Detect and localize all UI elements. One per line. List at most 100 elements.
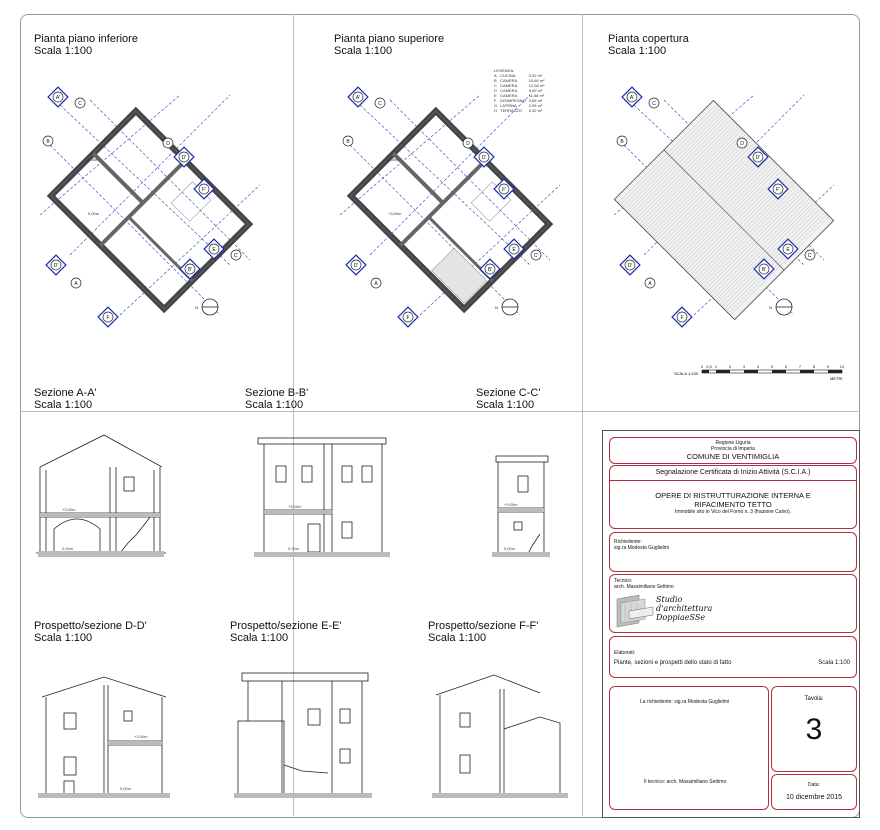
svg-text:-3,00m: -3,00m	[86, 157, 99, 162]
scale-tick-label: 0,5	[706, 364, 712, 369]
elev-ee-drawing	[234, 672, 372, 798]
elev-ff-title: Prospetto/sezione F-F'Scala 1:100	[428, 620, 539, 644]
section-aa-title: Sezione A-A'Scala 1:100	[34, 387, 97, 411]
tb-drawings-scale: Scala 1:100	[818, 660, 850, 666]
svg-text:D': D'	[354, 263, 359, 269]
svg-text:E: E	[512, 247, 516, 253]
svg-text:F': F'	[776, 187, 780, 193]
tb-sheet-box: Tavola: 3	[771, 686, 857, 772]
tb-technician-label: Tecnico:	[614, 578, 633, 584]
tb-municipality-box: Regione Liguria Provincia di Imperia COM…	[609, 437, 857, 464]
tb-site: Immobile sito in Vico del Forno n. 3 (fr…	[674, 509, 792, 515]
tb-sheet-label: Tavola:	[804, 696, 824, 702]
scale-tick-label: 4	[757, 364, 760, 369]
svg-text:B': B'	[762, 267, 766, 273]
svg-text:B: B	[46, 139, 50, 145]
tb-applicant-label: Richiedente:	[614, 539, 642, 545]
tb-sign-technician: Il tecnico: arch. Massimiliano Settimo	[644, 779, 727, 785]
svg-text:F: F	[680, 315, 683, 321]
tb-sign-applicant: La richiedente: sig.ra Modesta Guglielmi	[640, 699, 730, 705]
scale-tick-label: 6	[785, 364, 788, 369]
svg-text:A: A	[648, 281, 652, 287]
tb-procedure-box: Segnalazione Certificata di Inizio Attiv…	[609, 465, 857, 529]
tb-region: Regione Liguria	[715, 440, 751, 446]
studio-logo-icon	[616, 594, 654, 628]
elev-dd-drawing: +3,00m 0,00m	[38, 676, 170, 798]
svg-text:B: B	[620, 139, 624, 145]
svg-text:-3,00m: -3,00m	[386, 157, 399, 162]
svg-text:A': A'	[356, 95, 360, 101]
svg-text:N: N	[195, 305, 198, 310]
svg-text:F': F'	[202, 187, 206, 193]
bb-level-1: +3,00m	[288, 504, 302, 509]
tb-works-2: RIFACIMENTO TETTO	[694, 500, 772, 509]
divider-v2	[582, 14, 583, 816]
scale-bar-label: SCALA 1:100	[674, 371, 699, 376]
aa-level-1: +3,00m	[62, 507, 76, 512]
tb-drawings-desc: Piante, sezioni e prospetti dello stato …	[614, 660, 732, 666]
svg-text:F': F'	[502, 187, 506, 193]
svg-text:D: D	[466, 141, 470, 147]
svg-text:D': D'	[182, 155, 187, 161]
svg-text:C: C	[78, 101, 82, 107]
tb-province: Provincia di Imperia	[711, 446, 755, 452]
scale-tick-label: 9	[827, 364, 830, 369]
tb-date-label: Data:	[808, 782, 820, 788]
svg-text:N: N	[495, 305, 498, 310]
svg-text:D: D	[740, 141, 744, 147]
elev-dd-title: Prospetto/sezione D-D'Scala 1:100	[34, 620, 147, 644]
tb-drawings-label: Elaborati:	[614, 650, 636, 656]
tb-technician: arch. Massimiliano Settimo	[614, 584, 674, 590]
cc-level-1: +3,00m	[504, 502, 518, 507]
svg-text:B': B'	[188, 267, 192, 273]
section-bb-title: Sezione B-B'Scala 1:100	[245, 387, 309, 411]
tb-date: 10 dicembre 2015	[785, 794, 843, 801]
svg-text:D': D'	[628, 263, 633, 269]
svg-text:D': D'	[54, 263, 59, 269]
svg-text:N: N	[769, 305, 772, 310]
scale-tick-label: 2	[729, 364, 732, 369]
dd-level-1: +3,00m	[134, 734, 148, 739]
elev-ee-title: Prospetto/sezione E-E'Scala 1:100	[230, 620, 342, 644]
svg-text:D: D	[166, 141, 170, 147]
svg-text:D': D'	[482, 155, 487, 161]
svg-text:C': C'	[808, 253, 813, 259]
title-block	[602, 430, 860, 818]
svg-text:F: F	[406, 315, 409, 321]
divider-v1	[293, 14, 294, 816]
aa-level-0: 0,00m	[62, 546, 74, 551]
svg-text:B': B'	[488, 267, 492, 273]
dd-level-0: 0,00m	[120, 786, 132, 791]
scale-bar-unit: METRI	[830, 376, 842, 381]
section-cc-title: Sezione C-C'Scala 1:100	[476, 387, 541, 411]
scale-tick-label: 7	[799, 364, 802, 369]
tb-municipality: COMUNE DI VENTIMIGLIA	[686, 452, 780, 461]
tb-technician-box: Tecnico: arch. Massimiliano Settimo Stud…	[609, 574, 857, 633]
section-cc-drawing: +3,00m 0,00m	[492, 455, 550, 557]
svg-text:E: E	[212, 247, 216, 253]
bb-level-0: 0,00m	[288, 546, 300, 551]
cc-level-0: 0,00m	[504, 546, 516, 551]
tb-procedure: Segnalazione Certificata di Inizio Attiv…	[655, 469, 811, 476]
svg-text:A: A	[74, 281, 78, 287]
section-bb-drawing: +3,00m 0,00m	[254, 437, 390, 557]
svg-text:D': D'	[756, 155, 761, 161]
scale-tick-label: 8	[813, 364, 816, 369]
tb-signatures-box: La richiedente: sig.ra Modesta Guglielmi…	[609, 686, 769, 810]
scale-tick-label: 1	[715, 364, 718, 369]
scale-tick-label: 5	[771, 364, 774, 369]
scale-tick-label: 3	[743, 364, 746, 369]
tb-applicant: sig.ra Modesta Guglielmi	[614, 545, 670, 551]
svg-text:B: B	[346, 139, 350, 145]
tb-sheet-number: 3	[805, 713, 823, 746]
svg-text:C': C'	[534, 253, 539, 259]
svg-text:A': A'	[630, 95, 634, 101]
